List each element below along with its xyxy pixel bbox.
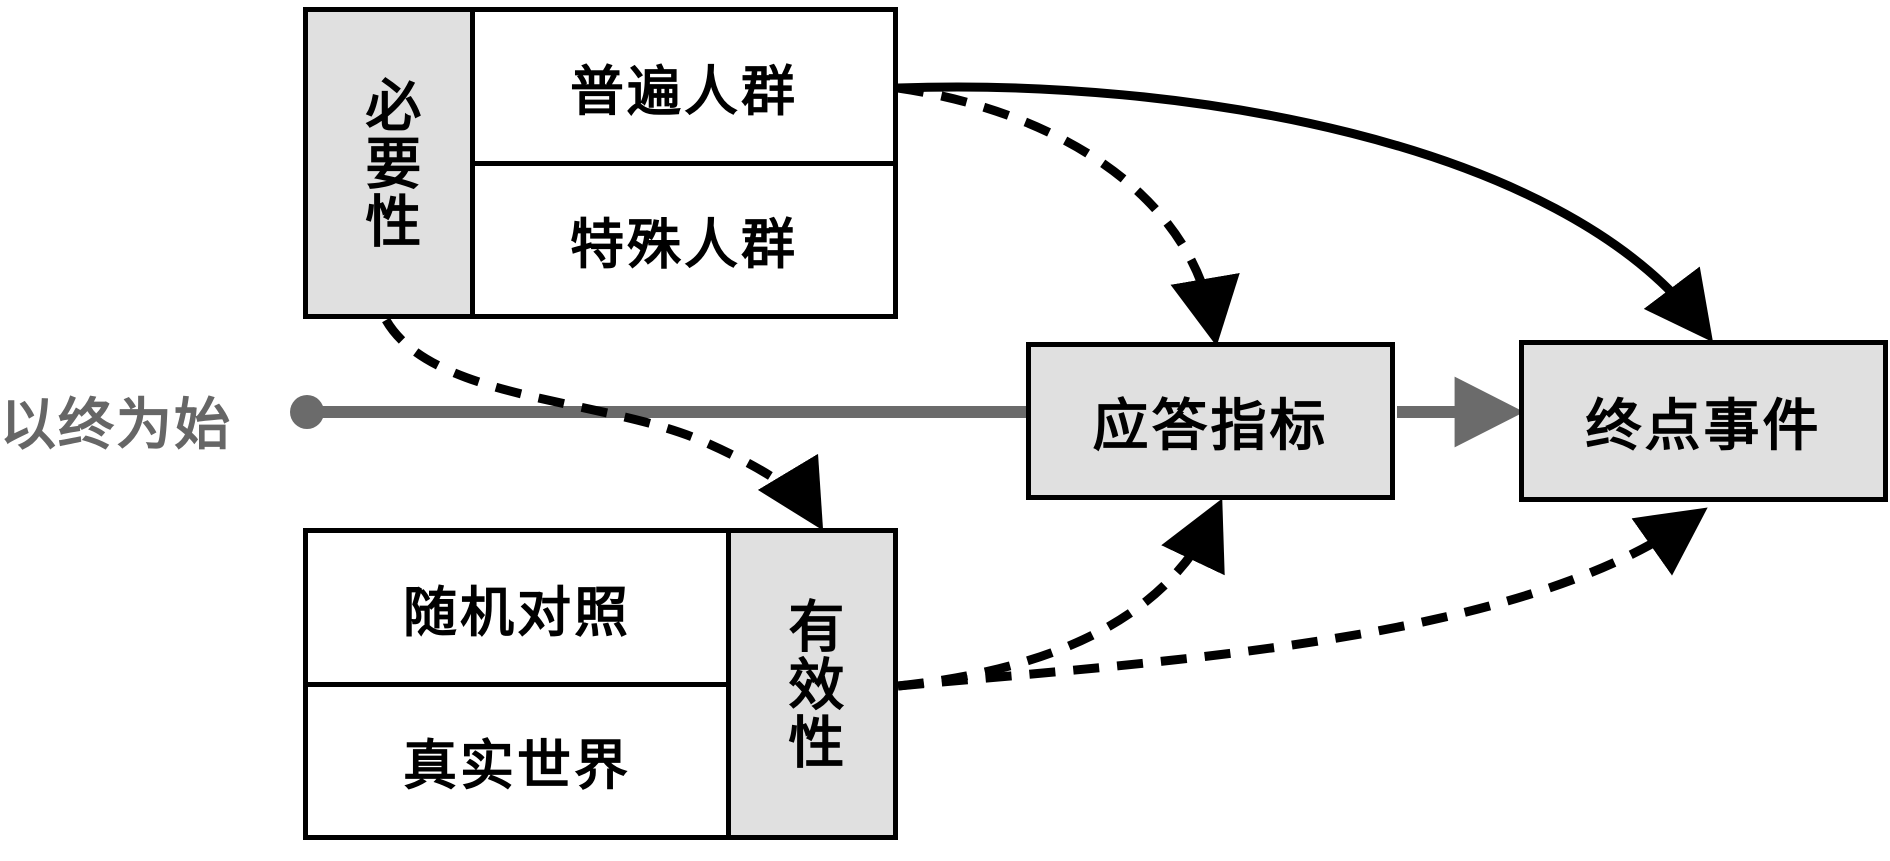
node-endpoint-event: 终点事件: [1519, 340, 1888, 502]
connector-validity-to-endpoint: [897, 507, 1708, 691]
validity-band-label: 有效性: [780, 597, 844, 771]
connector-validity-to-response: [897, 498, 1225, 691]
necessity-band: 必要性: [308, 12, 475, 314]
validity-row-randomized-controlled: 随机对照: [308, 533, 726, 682]
node-response-indicator: 应答指标: [1026, 342, 1395, 500]
validity-rows: 随机对照 真实世界: [308, 533, 726, 835]
connector-necessity-to-validity: [382, 317, 824, 531]
validity-row-real-world: 真实世界: [308, 681, 726, 835]
caption-begin-with-the-end: 以终为始: [0, 393, 232, 456]
necessity-row-general-population: 普遍人群: [475, 12, 893, 161]
connector-necessity-to-response: [897, 83, 1240, 347]
necessity-rows: 普遍人群 特殊人群: [475, 12, 893, 314]
necessity-matrix: 必要性 普遍人群 特殊人群: [303, 7, 898, 319]
necessity-row-special-population: 特殊人群: [475, 160, 893, 314]
origin-dot: [290, 395, 324, 429]
necessity-band-label: 必要性: [357, 76, 421, 250]
validity-band: 有效性: [726, 533, 893, 835]
validity-matrix: 随机对照 真实世界 有效性: [303, 528, 898, 840]
connector-necessity-to-endpoint: [897, 82, 1714, 343]
